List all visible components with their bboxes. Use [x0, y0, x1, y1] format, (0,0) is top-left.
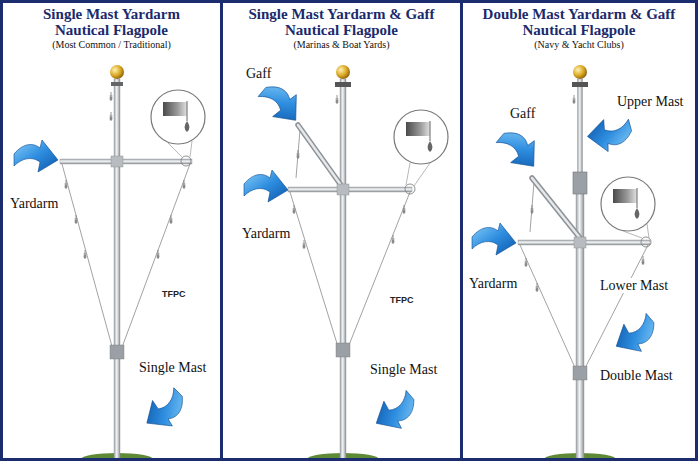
- yardarm-fitting: [337, 184, 349, 195]
- panel-title: Double Mast Yardarm & Gaff Nautical Flag…: [472, 6, 687, 38]
- halyard-line: [347, 192, 410, 350]
- panel-title: Single Mast Yardarm Nautical Flagpole: [29, 6, 194, 38]
- flagpole-panel: Single Mast Yardarm Nautical Flagpole(Mo…: [0, 0, 223, 461]
- flag-clip: [536, 283, 539, 292]
- detail-leader: [190, 141, 192, 157]
- callout-arrow: [244, 170, 288, 202]
- detail-inset: [151, 90, 205, 144]
- part-label: Gaff: [244, 66, 273, 81]
- detail-ring: [641, 237, 651, 247]
- callout-arrow: [609, 309, 663, 362]
- gaff-highlight: [298, 125, 343, 188]
- truck: [111, 82, 123, 86]
- part-label: Lower Mast: [598, 278, 670, 293]
- part-label: Yardarm: [467, 276, 519, 291]
- panel-subtitle: (Most Common / Traditional): [3, 38, 220, 51]
- gaff-highlight: [532, 178, 580, 238]
- part-label: Single Mast: [368, 362, 439, 377]
- halyard-line: [121, 164, 190, 350]
- single-mast: [340, 79, 346, 461]
- detail-leader: [406, 163, 410, 185]
- panel-title: Single Mast Yardarm & Gaff Nautical Flag…: [237, 6, 447, 38]
- callout-arrow: [138, 384, 192, 438]
- upper-mast: [578, 79, 583, 179]
- flag-clip: [403, 205, 406, 214]
- yardarm-fitting: [111, 156, 123, 167]
- mast-sleeve: [573, 172, 587, 194]
- part-label: Double Mast: [598, 368, 675, 383]
- detail-ring: [181, 156, 191, 166]
- flag-clip: [293, 205, 296, 214]
- flag-clip: [525, 258, 528, 267]
- flag-clip: [65, 180, 68, 189]
- flag-clip: [642, 256, 645, 265]
- detail-ring: [405, 184, 415, 194]
- flag-clip: [573, 95, 576, 104]
- detail-leader: [647, 224, 649, 238]
- collar: [336, 343, 350, 357]
- halyard-line: [290, 192, 339, 350]
- part-label: TFPC: [388, 296, 416, 306]
- callout-arrow: [472, 223, 516, 255]
- panel-subtitle: (Navy & Yacht Clubs): [463, 38, 695, 51]
- gaff: [532, 178, 580, 238]
- gold-ball: [336, 65, 350, 79]
- flag-clip: [336, 95, 339, 104]
- yardarm: [288, 187, 412, 192]
- panel-subtitle: (Marinas & Boat Yards): [223, 38, 460, 51]
- flag-clip: [531, 205, 534, 214]
- truck: [572, 82, 588, 87]
- yardarm: [60, 159, 192, 164]
- callout-arrow: [492, 123, 546, 176]
- flag-clip: [170, 215, 173, 224]
- callout-arrow: [369, 386, 423, 439]
- halyard-line: [530, 182, 534, 232]
- flag-clip: [183, 180, 186, 189]
- flag-clip: [110, 112, 113, 121]
- halyard-line: [62, 164, 113, 350]
- flag-clip: [110, 92, 113, 101]
- flagpole-panel: Double Mast Yardarm & Gaff Nautical Flag…: [460, 0, 698, 461]
- callout-arrow: [254, 77, 308, 130]
- detail-leader: [168, 143, 182, 157]
- part-label: Yardarm: [240, 226, 292, 241]
- truck: [335, 82, 351, 87]
- part-label: Gaff: [508, 106, 537, 121]
- gold-ball: [110, 65, 124, 79]
- collar: [573, 366, 587, 380]
- flag-clip: [297, 150, 300, 159]
- part-label: TFPC: [160, 290, 188, 300]
- flag-clip: [303, 240, 306, 249]
- halyard-line: [520, 245, 577, 372]
- flag-clip: [84, 250, 87, 259]
- flag-clip: [392, 235, 395, 244]
- flag-clip: [75, 215, 78, 224]
- flag-clip: [157, 250, 160, 259]
- detail-inset: [394, 110, 448, 164]
- halyard-line: [296, 130, 300, 178]
- part-label: Upper Mast: [615, 94, 686, 109]
- callout-arrow: [14, 140, 58, 172]
- gold-ball: [573, 65, 587, 79]
- detail-inset: [601, 177, 655, 231]
- detail-leader: [623, 231, 642, 238]
- yardarm-fitting: [574, 237, 586, 248]
- detail-leader: [414, 163, 430, 186]
- single-mast: [114, 79, 120, 461]
- part-label: Single Mast: [137, 360, 208, 375]
- collar: [110, 345, 124, 359]
- gaff: [298, 125, 343, 188]
- callout-arrow: [584, 113, 635, 155]
- part-label: Yardarm: [8, 196, 60, 211]
- halyard-line: [583, 245, 648, 372]
